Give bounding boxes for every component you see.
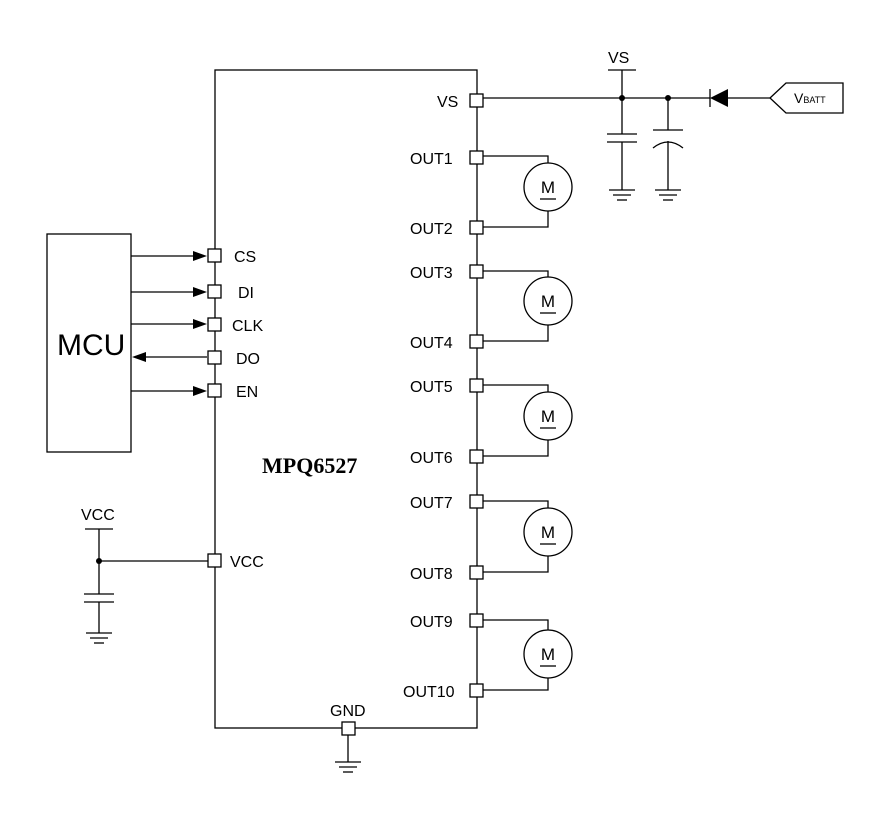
motor-1 [523,162,573,212]
pin-out7 [469,494,484,509]
out6-label: OUT6 [410,450,453,467]
pin-cs [207,248,222,263]
pin-out8 [469,565,484,580]
pin-label-cs: CS [234,249,256,266]
pin-out10 [469,683,484,698]
vbatt-port [769,82,844,114]
gnd-section: GND [330,703,366,773]
motor-3 [523,391,573,441]
out4-label: OUT4 [410,335,453,352]
pin-out3 [469,264,484,279]
motor-5 [523,629,573,679]
vcc-section: VCC VCC [81,507,264,644]
outputs: OUT1 OUT2 M OUT3 OUT4 M OUT5 OUT6 M OUT7… [403,150,573,701]
chip-name: MPQ6527 [262,453,357,478]
out3-label: OUT3 [410,265,453,282]
pin-out5 [469,378,484,393]
mcu-pins: CS DI CLK DO EN [207,248,263,401]
out8-label: OUT8 [410,566,453,583]
gnd-pin-label: GND [330,703,366,720]
mcu-block [46,233,132,453]
pin-label-di: DI [238,285,254,302]
out1-label: OUT1 [410,151,453,168]
pin-label-clk: CLK [232,318,263,335]
motor-2 [523,276,573,326]
out10-label: OUT10 [403,684,455,701]
pin-do [207,350,222,365]
mcu-signal-lines [131,251,207,396]
motor-5-label: M [541,645,555,664]
out9-label: OUT9 [410,614,453,631]
mcu-label: MCU [57,329,125,362]
pin-out4 [469,334,484,349]
pin-clk [207,317,222,332]
pin-vs [469,93,484,108]
pin-out1 [469,150,484,165]
pin-label-do: DO [236,351,260,368]
motor-4-label: M [541,523,555,542]
vbatt-label: VBATT [794,90,826,106]
pin-di [207,284,222,299]
out5-label: OUT5 [410,379,453,396]
motor-2-label: M [541,292,555,311]
pin-out2 [469,220,484,235]
motor-1-label: M [541,178,555,197]
motor-4 [523,507,573,557]
vs-pin-label: VS [437,94,458,111]
vcc-rail-label: VCC [81,507,115,524]
pin-out6 [469,449,484,464]
vs-section: VS VS VBATT [437,50,844,201]
pin-vcc [207,553,222,568]
motor-3-label: M [541,407,555,426]
pin-label-en: EN [236,384,258,401]
out2-label: OUT2 [410,221,453,238]
out7-label: OUT7 [410,495,453,512]
pin-gnd [341,721,356,736]
vs-rail-label: VS [608,50,629,67]
pin-label-vcc: VCC [230,554,264,571]
pin-en [207,383,222,398]
pin-out9 [469,613,484,628]
